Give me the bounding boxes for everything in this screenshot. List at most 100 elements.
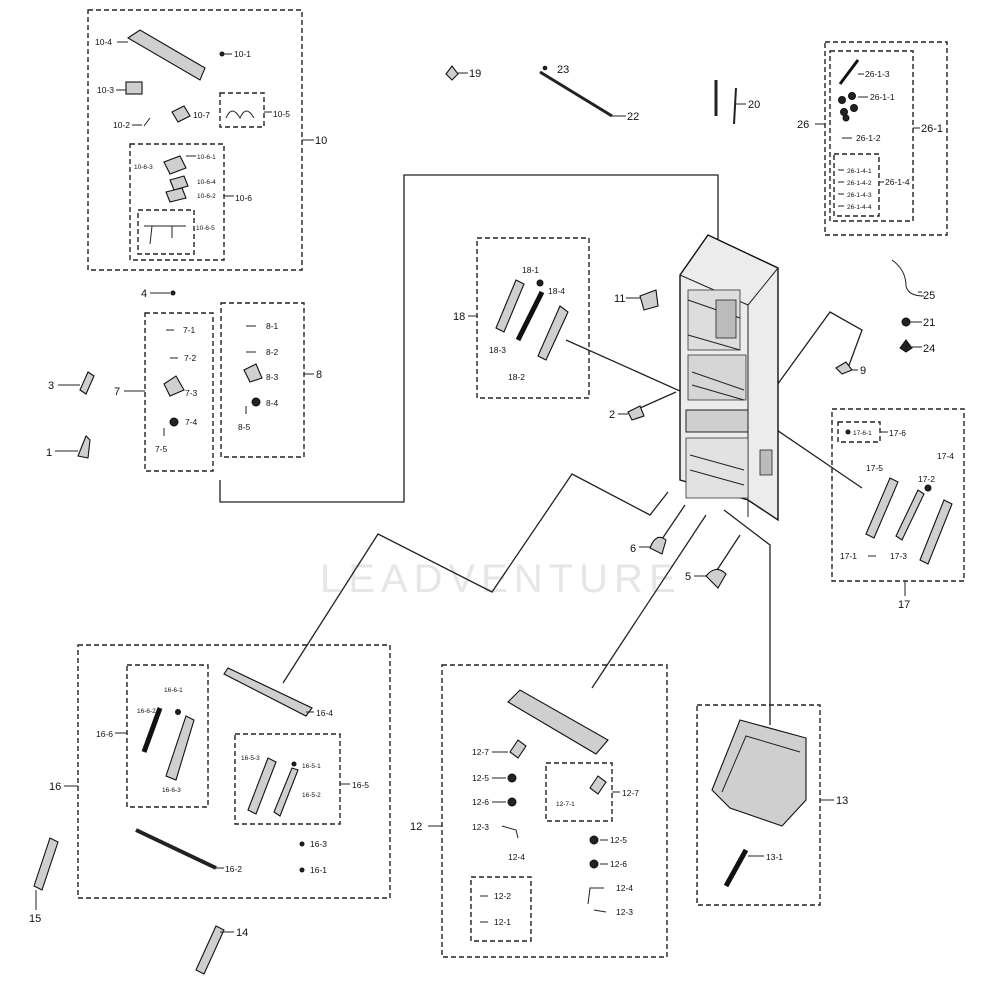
label-26-1: 26-1 bbox=[921, 123, 943, 135]
part-17-2 bbox=[924, 484, 932, 492]
label-26-1-4-3: 26-1-4-3 bbox=[847, 192, 872, 199]
label-21: 21 bbox=[923, 317, 935, 329]
part-12-3-left bbox=[501, 825, 519, 839]
group-box-10-5 bbox=[219, 92, 265, 128]
label-3: 3 bbox=[48, 380, 54, 392]
label-16-6-2: 16-6-2 bbox=[137, 708, 156, 715]
label-8-2: 8-2 bbox=[266, 347, 279, 357]
label-16-1: 16-1 bbox=[310, 865, 327, 875]
label-13-1: 13-1 bbox=[766, 852, 783, 862]
part-21 bbox=[901, 317, 911, 327]
label-6: 6 bbox=[630, 543, 636, 555]
label-23: 23 bbox=[557, 64, 569, 76]
group-box-12-1 bbox=[470, 876, 532, 942]
part-10-7 bbox=[171, 105, 191, 123]
label-26-1-1: 26-1-1 bbox=[870, 92, 895, 102]
part-18-1 bbox=[536, 279, 544, 287]
label-10-6-4: 10-6-4 bbox=[197, 179, 216, 186]
part-12-5-right bbox=[589, 835, 599, 845]
label-13: 13 bbox=[836, 795, 848, 807]
part-20-b bbox=[733, 87, 737, 125]
label-26-1-4-2: 26-1-4-2 bbox=[847, 180, 872, 187]
label-17-6: 17-6 bbox=[889, 428, 906, 438]
part-10-6-5 bbox=[144, 225, 186, 245]
label-5: 5 bbox=[685, 571, 691, 583]
connector-18-to-fridge bbox=[565, 339, 701, 401]
part-18-4 bbox=[537, 305, 569, 361]
label-12-5-left: 12-5 bbox=[472, 773, 489, 783]
label-10-6-3: 10-6-3 bbox=[134, 164, 153, 171]
connector-5-to-fridge bbox=[716, 534, 741, 571]
connector-12-to-fridge bbox=[591, 514, 707, 689]
part-12-6-right bbox=[589, 859, 599, 869]
label-24: 24 bbox=[923, 343, 935, 355]
label-18-1: 18-1 bbox=[522, 265, 539, 275]
part-26-1-1 bbox=[838, 92, 858, 122]
part-10-6-2 bbox=[165, 187, 187, 203]
label-20: 20 bbox=[748, 99, 760, 111]
group-box-10-6 bbox=[129, 143, 225, 261]
group-box-16-5 bbox=[234, 733, 341, 825]
group-box-16 bbox=[77, 644, 391, 899]
part-12-7-left bbox=[509, 739, 527, 759]
label-7-3: 7-3 bbox=[185, 388, 198, 398]
part-17-3 bbox=[895, 489, 925, 541]
connector-10-to-fridge bbox=[219, 174, 719, 503]
part-18-2 bbox=[515, 290, 545, 342]
label-12-7-left: 12-7 bbox=[472, 747, 489, 757]
part-8-3 bbox=[243, 363, 263, 383]
part-17-6-1 bbox=[845, 429, 851, 435]
part-16-1 bbox=[299, 867, 305, 873]
label-16-6: 16-6 bbox=[96, 729, 113, 739]
group-box-26-1-4 bbox=[833, 153, 880, 217]
part-4 bbox=[170, 290, 176, 296]
label-18: 18 bbox=[453, 311, 465, 323]
label-16-4: 16-4 bbox=[316, 708, 333, 718]
part-10-1 bbox=[219, 51, 225, 57]
part-16-5-2 bbox=[273, 767, 299, 817]
part-10-5 bbox=[225, 110, 255, 120]
part-19 bbox=[445, 65, 459, 81]
label-16: 16 bbox=[49, 781, 61, 793]
watermark-text: LEADVENTURE bbox=[320, 557, 682, 601]
part-17-4 bbox=[919, 499, 953, 565]
refrigerator-cabinet bbox=[679, 234, 779, 522]
label-16-6-3: 16-6-3 bbox=[162, 787, 181, 794]
label-22: 22 bbox=[627, 111, 639, 123]
label-12-6-right: 12-6 bbox=[610, 859, 627, 869]
part-12-6-left bbox=[507, 797, 517, 807]
label-17-5: 17-5 bbox=[866, 463, 883, 473]
part-10-3 bbox=[125, 81, 143, 95]
label-12-4-right: 12-4 bbox=[616, 883, 633, 893]
label-7-4: 7-4 bbox=[185, 417, 198, 427]
label-26-1-4-1: 26-1-4-1 bbox=[847, 168, 872, 175]
part-16-3 bbox=[299, 841, 305, 847]
label-7-1: 7-1 bbox=[183, 325, 196, 335]
group-box-10-6-5 bbox=[137, 209, 195, 255]
label-10-5: 10-5 bbox=[273, 109, 290, 119]
group-box-26-1 bbox=[829, 50, 914, 222]
label-10-6-1: 10-6-1 bbox=[197, 154, 216, 161]
label-1: 1 bbox=[46, 447, 52, 459]
part-14 bbox=[195, 925, 225, 975]
label-7-5: 7-5 bbox=[155, 444, 168, 454]
label-17: 17 bbox=[898, 599, 910, 611]
part-5 bbox=[705, 568, 727, 589]
label-8-4: 8-4 bbox=[266, 398, 279, 408]
label-26-1-3: 26-1-3 bbox=[865, 69, 890, 79]
part-13-1 bbox=[723, 848, 749, 888]
group-box-17 bbox=[831, 408, 965, 582]
label-12-3-left: 12-3 bbox=[472, 822, 489, 832]
part-15 bbox=[33, 837, 59, 891]
label-8-3: 8-3 bbox=[266, 372, 279, 382]
label-4: 4 bbox=[141, 288, 147, 300]
connector-2-to-fridge bbox=[639, 391, 677, 409]
part-17-5 bbox=[865, 477, 899, 539]
label-10-1: 10-1 bbox=[234, 49, 251, 59]
label-12: 12 bbox=[410, 821, 422, 833]
label-25: 25 bbox=[923, 290, 935, 302]
label-26-1-4-4: 26-1-4-4 bbox=[847, 204, 872, 211]
part-26-1-4 bbox=[838, 169, 844, 207]
label-12-6-left: 12-6 bbox=[472, 797, 489, 807]
part-24 bbox=[899, 339, 913, 353]
